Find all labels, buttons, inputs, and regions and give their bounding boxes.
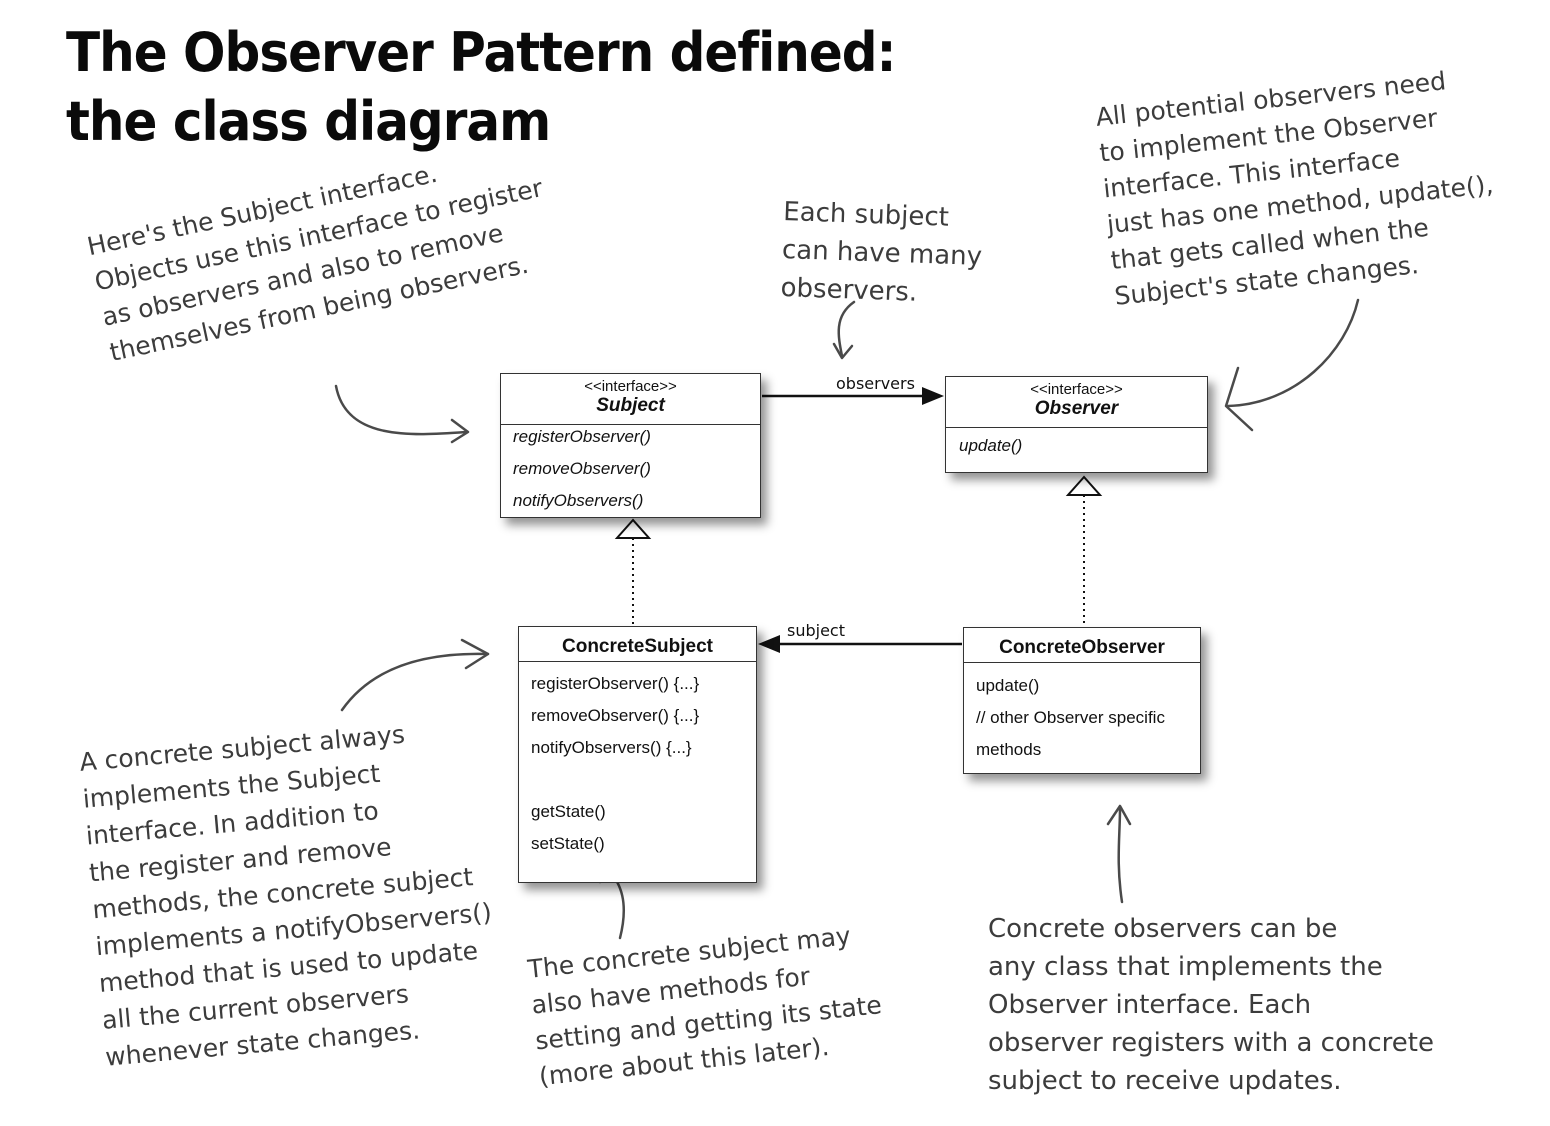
title-line-2: the class diagram (66, 90, 551, 153)
stereotype-label: <<interface>> (1030, 381, 1123, 398)
method-item: getState() (531, 802, 606, 821)
method-item: notifyObservers() (513, 491, 644, 510)
association-arrowhead-observers (922, 387, 944, 405)
method-list-observer: update() (946, 436, 1207, 456)
method-item: update() (976, 676, 1040, 695)
class-box-concrete-observer: ConcreteObserver update() // other Obser… (963, 627, 1201, 774)
class-header-concrete-observer: ConcreteObserver (964, 628, 1200, 663)
stereotype-label: <<interface>> (584, 378, 677, 395)
association-arrowhead-subject (758, 635, 780, 653)
realization-triangle-observer (1065, 475, 1103, 496)
class-box-concrete-subject: ConcreteSubject registerObserver() {...}… (518, 626, 757, 883)
class-header-subject: <<interface>> Subject (501, 374, 760, 425)
title-line-1: The Observer Pattern defined: (66, 21, 897, 84)
method-list-concrete-subject: registerObserver() {...} removeObserver(… (519, 674, 756, 854)
realization-triangle-subject (614, 518, 652, 539)
method-list-concrete-observer: update() // other Observer specific meth… (964, 676, 1200, 760)
pointer-arrow-concrete-subject (340, 652, 490, 712)
class-name-concrete-observer: ConcreteObserver (999, 637, 1165, 658)
pointer-arrow-concrete-observers (1117, 806, 1124, 904)
pointer-arrowhead-observer-interface (1224, 366, 1254, 432)
method-item: notifyObservers() {...} (531, 738, 692, 757)
pointer-arrow-observer-interface (1226, 298, 1360, 408)
method-item: update() (959, 436, 1023, 455)
method-list-subject: registerObserver() removeObserver() noti… (501, 427, 760, 511)
method-item: registerObserver() (513, 427, 651, 446)
class-box-observer: <<interface>> Observer update() (945, 376, 1208, 473)
method-item: removeObserver() {...} (531, 706, 700, 725)
association-label-subject: subject (787, 621, 845, 640)
method-item: registerObserver() {...} (531, 674, 700, 693)
class-box-subject: <<interface>> Subject registerObserver()… (500, 373, 761, 518)
diagram-title: The Observer Pattern defined: the class … (66, 18, 897, 156)
pointer-arrowhead-concrete-observers (1106, 804, 1132, 826)
note-concrete-observers: Concrete observers can be any class that… (988, 914, 1434, 1096)
class-name-concrete-subject: ConcreteSubject (562, 636, 713, 657)
class-name-observer: Observer (1034, 398, 1119, 419)
method-item: removeObserver() (513, 459, 651, 478)
method-item: // other Observer specific (976, 708, 1165, 727)
pointer-arrowhead-subject-interface (450, 418, 470, 444)
pointer-arrow-many-observers (837, 300, 856, 358)
class-name-subject: Subject (596, 395, 665, 416)
class-header-concrete-subject: ConcreteSubject (519, 627, 756, 662)
pointer-arrowhead-concrete-subject (460, 638, 490, 670)
pointer-arrow-subject-interface (334, 384, 468, 436)
class-header-observer: <<interface>> Observer (946, 377, 1207, 428)
association-label-observers: observers (836, 374, 915, 393)
pointer-arrowhead-many-observers (832, 342, 854, 360)
method-item: methods (976, 740, 1042, 759)
method-item: setState() (531, 834, 605, 853)
